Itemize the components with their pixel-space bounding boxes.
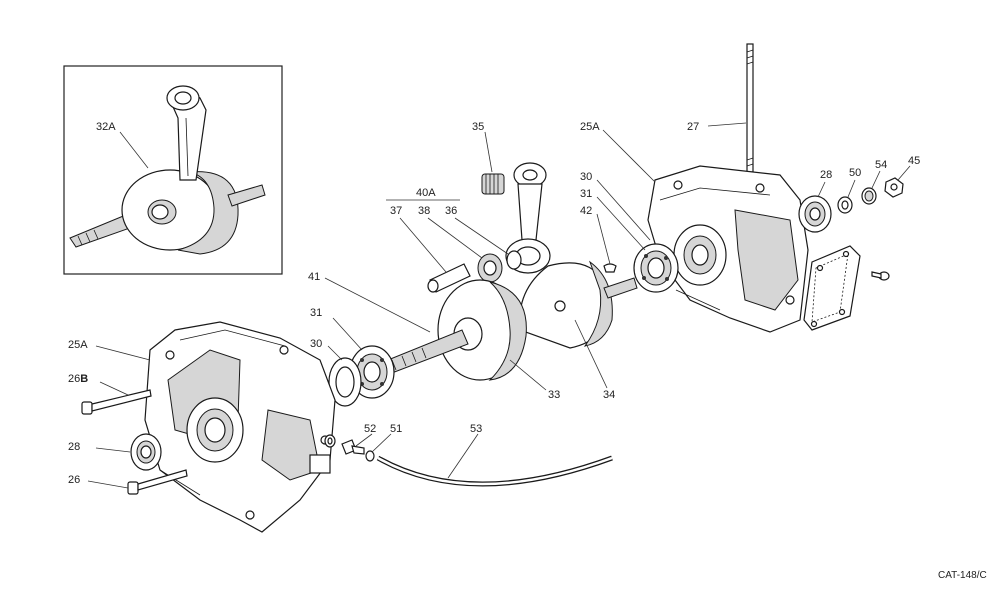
- part-washer-small-left: [324, 434, 336, 448]
- callout-26: 26: [68, 474, 80, 486]
- callout-38: 38: [418, 205, 430, 217]
- leader-28-right: [817, 181, 826, 198]
- part-crank-pin-37: [399, 217, 471, 293]
- callout-42: 42: [580, 205, 592, 217]
- part-woodruff-key-42: 42: [580, 205, 617, 273]
- leader-33: [509, 359, 547, 391]
- leader-34: [574, 319, 608, 389]
- callout-31-right: 31: [580, 188, 592, 200]
- catalog-code: CAT-148/C: [938, 570, 987, 581]
- part-needle-bearing-35: 35: [472, 121, 505, 195]
- part-screw-26b: 26B: [68, 373, 152, 415]
- leader-30-right: [596, 179, 651, 241]
- callout-50: 50: [849, 167, 861, 179]
- callout-36: 36: [445, 205, 457, 217]
- inset-flywheel-right: [177, 171, 239, 255]
- leader-25a-top: [602, 129, 656, 183]
- part-crankcase-right-25a: 25A: [580, 121, 809, 333]
- leader-28-left: [95, 447, 131, 453]
- callout-26b: 26B: [68, 373, 88, 385]
- part-screw-26: 26: [68, 469, 188, 495]
- part-washer-54: 54: [861, 159, 887, 205]
- callout-31-left: 31: [310, 307, 322, 319]
- part-fitting-52: 52: [341, 423, 376, 455]
- callout-30-left: 30: [310, 338, 322, 350]
- leader-51: [371, 433, 392, 453]
- inset-crankshaft-assembly: 32A: [63, 65, 283, 275]
- part-oil-seal-28-right: 28: [798, 169, 832, 233]
- part-clip-51: 51: [365, 423, 402, 462]
- part-bearing-31-right: [633, 243, 679, 293]
- part-flywheel-34: 34: [518, 260, 638, 401]
- callout-51: 51: [390, 423, 402, 435]
- callout-32a: 32A: [96, 121, 116, 133]
- callout-53: 53: [470, 423, 482, 435]
- inset-right-shaft: [227, 184, 266, 207]
- leader-25a-left: [95, 345, 151, 361]
- leader-38: [427, 217, 483, 259]
- leader-42: [596, 213, 611, 265]
- leader-26: [87, 480, 129, 489]
- part-stud-27: 27: [687, 43, 754, 173]
- callout-28-left: 28: [68, 441, 80, 453]
- callout-34: 34: [603, 389, 615, 401]
- leader-37: [399, 217, 447, 273]
- leader-35: [484, 131, 493, 173]
- leader-26b: [99, 381, 129, 396]
- callout-52: 52: [364, 423, 376, 435]
- leader-45: [897, 165, 911, 181]
- callout-40a: 40A: [416, 187, 436, 199]
- leader-36: [454, 217, 509, 255]
- callout-35: 35: [472, 121, 484, 133]
- callout-37: 37: [390, 205, 402, 217]
- callout-54: 54: [875, 159, 887, 171]
- leader-52: [355, 433, 373, 447]
- leader-31-left: [332, 317, 363, 351]
- part-oil-seal-30-left: 30: [310, 338, 362, 407]
- leader-32a: [119, 131, 149, 169]
- callout-30-right: 30: [580, 171, 592, 183]
- leader-31-right: [596, 196, 646, 251]
- part-nut-45: 45: [884, 155, 920, 198]
- callout-45: 45: [908, 155, 920, 167]
- part-small-screw: [871, 271, 890, 281]
- leader-54: [871, 170, 881, 189]
- leader-27: [707, 122, 747, 127]
- part-oil-seal-28-left: 28: [68, 433, 162, 471]
- part-cover-plate: [803, 245, 861, 331]
- leader-53: [447, 433, 479, 479]
- callout-27: 27: [687, 121, 699, 133]
- callout-41: 41: [308, 271, 320, 283]
- part-washer-50: 50: [837, 167, 861, 214]
- leader-50: [847, 179, 856, 198]
- leader-30-left: [327, 345, 343, 361]
- part-crankcase-left-25a: 25A: [68, 321, 336, 533]
- part-flywheel-33: 33: [377, 279, 560, 401]
- callout-25a-left: 25A: [68, 339, 88, 351]
- callout-25a-top: 25A: [580, 121, 600, 133]
- part-hose-53: 53: [376, 423, 613, 487]
- leader-41: [324, 277, 431, 333]
- part-thrust-washer-36: [454, 217, 522, 270]
- callout-33: 33: [548, 389, 560, 401]
- callout-28-right: 28: [820, 169, 832, 181]
- part-needle-cage-38: [427, 217, 503, 283]
